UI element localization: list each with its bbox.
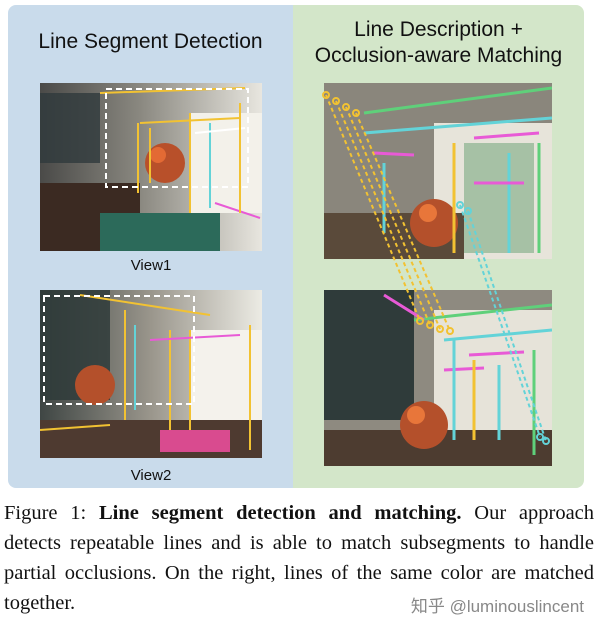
watermark-text: 知乎 @luminouslincent: [408, 592, 586, 617]
view2-label: View2: [130, 467, 172, 484]
matching-title: Line Description + Occlusion-aware Match…: [293, 17, 584, 69]
match-lines-overlay: [322, 91, 550, 445]
detection-title: Line Segment Detection: [38, 30, 263, 53]
figure-panel: Line Segment Detection Line Description …: [8, 5, 584, 488]
matching-title-line1: Line Description +: [354, 18, 523, 41]
matching-title-line2: Occlusion-aware Matching: [314, 44, 563, 67]
view2-detection-photo: [40, 290, 262, 458]
view1-detection-photo: [40, 83, 262, 251]
view1-label: View1: [130, 257, 172, 274]
caption-label: Figure 1:: [4, 502, 87, 524]
caption-bold-title: Line segment detection and matching.: [99, 502, 462, 524]
matching-view2-photo: [324, 290, 552, 466]
caption-text: Our approach detects repeatable lines an…: [4, 502, 595, 614]
figure-caption: Figure 1: Line segment detection and mat…: [4, 498, 594, 618]
